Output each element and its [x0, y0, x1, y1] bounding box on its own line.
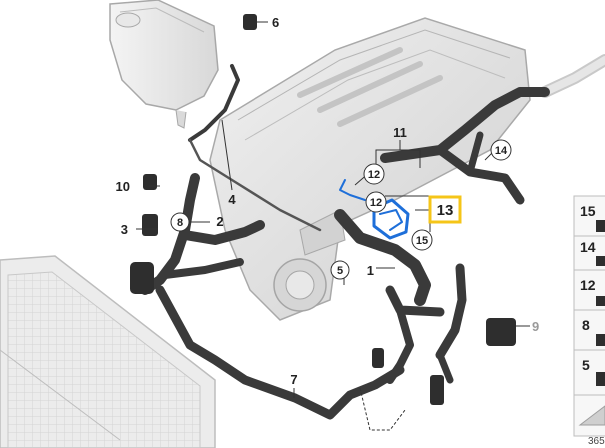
- svg-text:12: 12: [368, 169, 380, 181]
- small-parts: [130, 14, 516, 405]
- callout-5: 5: [330, 260, 350, 280]
- connector-shape: [430, 375, 444, 405]
- svg-text:12: 12: [580, 277, 596, 293]
- legend-item-15: 15: [574, 203, 605, 237]
- callout-9: 9: [532, 319, 539, 334]
- svg-text:15: 15: [580, 203, 596, 219]
- svg-text:14: 14: [495, 145, 508, 157]
- part-9-shape: [486, 318, 516, 346]
- hose-clip-shape: [372, 348, 384, 368]
- svg-text:5: 5: [337, 265, 343, 277]
- callout-14: 14: [490, 139, 512, 161]
- legend-item-12: 12: [574, 277, 605, 311]
- callout-15: 15: [411, 229, 433, 251]
- parts-legend: 15 14 12 8 5: [573, 195, 605, 437]
- part-3-shape: [142, 214, 158, 236]
- radiator-drawing: [0, 255, 216, 448]
- coolant-hoses: [140, 64, 550, 420]
- callout-12b: 12: [365, 191, 387, 213]
- part-6-shape: [243, 14, 257, 30]
- thermostat-shape: [130, 262, 154, 294]
- svg-text:14: 14: [580, 239, 596, 255]
- callout-13-highlighted: 13: [428, 195, 462, 224]
- callout-4: 4: [228, 192, 236, 207]
- svg-text:12: 12: [370, 197, 382, 209]
- legend-wedge-icon: [578, 405, 605, 426]
- svg-text:8: 8: [177, 217, 183, 229]
- callout-7: 7: [290, 372, 297, 387]
- callout-12a: 12: [363, 163, 385, 185]
- callout-1: 1: [367, 263, 374, 278]
- svg-text:13: 13: [437, 202, 454, 219]
- callout-8: 8: [170, 212, 190, 232]
- callout-2: 2: [216, 214, 223, 229]
- callouts-plain: 1 2 3 4 6 7 9 10 11: [116, 15, 540, 387]
- upper-right-pipes-drawing: [539, 54, 605, 98]
- callouts-circled: 5 8 12 12 14 15: [170, 139, 512, 280]
- callout-6: 6: [272, 15, 279, 30]
- part-10-shape: [143, 174, 157, 190]
- svg-text:15: 15: [416, 235, 428, 247]
- callout-3: 3: [121, 222, 128, 237]
- svg-text:8: 8: [582, 317, 590, 333]
- legend-item-8: 8: [574, 317, 605, 351]
- callout-11: 11: [393, 125, 407, 140]
- expansion-tank-drawing: [109, 0, 219, 129]
- legend-item-14: 14: [574, 239, 605, 271]
- callout-10: 10: [116, 179, 130, 194]
- svg-text:5: 5: [582, 357, 590, 373]
- corner-code: 365: [588, 436, 605, 447]
- legend-item-5: 5: [574, 357, 605, 396]
